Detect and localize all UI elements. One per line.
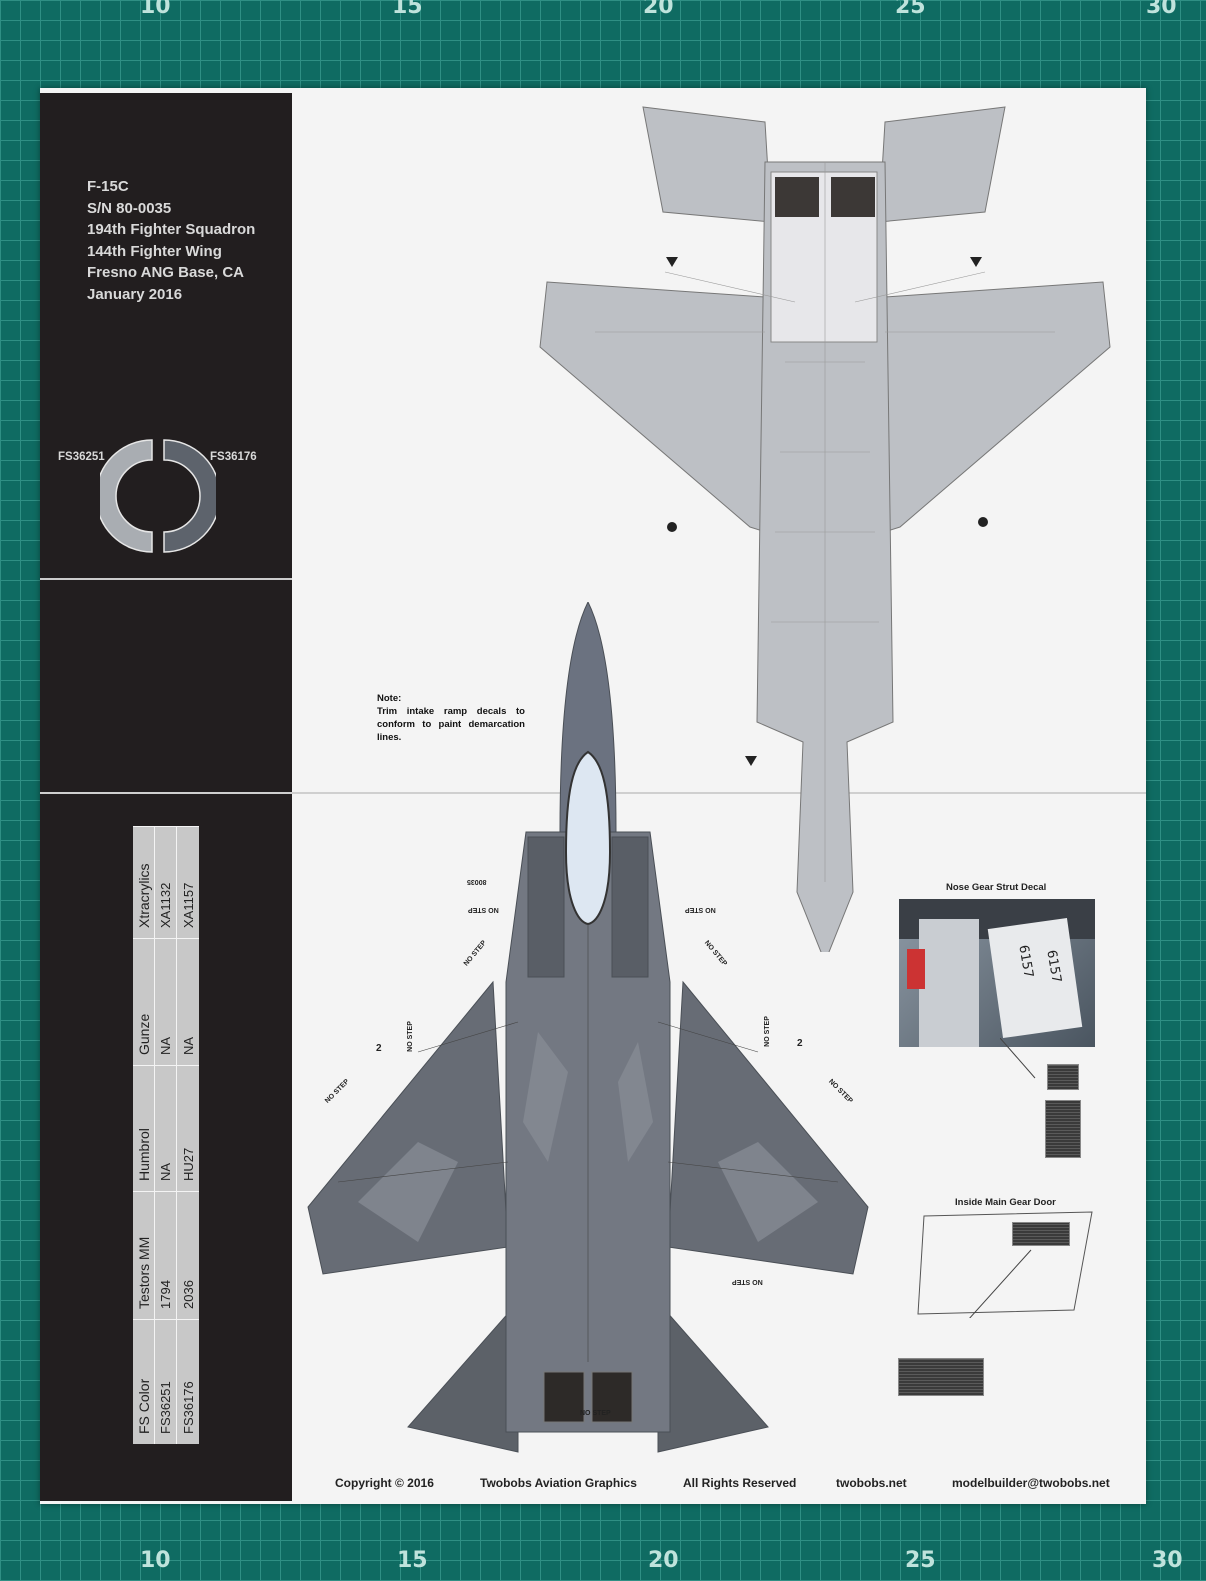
chip-fs36251 [100,439,153,553]
no-step-label: NO STEP [763,1016,771,1047]
table-cell: NA [155,1065,177,1191]
table-header: Xtracrylics [133,826,155,938]
chip-label-right: FS36176 [210,451,257,463]
table-cell: HU27 [177,1065,199,1191]
gear-door-decal-large [898,1358,984,1396]
number-label: 2 [376,1043,382,1054]
no-step-label: NO STEP [406,1021,414,1052]
table-cell: 1794 [155,1191,177,1319]
nose-gear-title: Nose Gear Strut Decal [946,882,1047,893]
ruler-bottom-label: 10 [140,1548,171,1573]
panel-divider [40,578,292,580]
serial-marking: 80035 [467,878,487,885]
strut-decal-large [1045,1100,1081,1158]
photo-door [987,917,1083,1039]
table-cell: XA1132 [155,826,177,938]
no-step-label: NO STEP [732,1278,763,1285]
table-cell: NA [155,938,177,1065]
note-text: Trim intake ramp decals to conform to pa… [377,706,525,743]
table-header: Humbrol [133,1065,155,1191]
ruler-bottom-label: 25 [905,1548,936,1573]
ruler-bottom: 10 15 20 25 30 [0,1548,1206,1581]
aircraft-squadron: 194th Fighter Squadron [87,221,256,238]
footer-copyright: Copyright © 2016 [335,1476,434,1490]
paint-reference-table: FS Color Testors MM Humbrol Gunze Xtracr… [133,826,199,1444]
leader-line [1000,1038,1036,1079]
ruler-top-label: 25 [895,0,926,19]
aircraft-base: Fresno ANG Base, CA [87,264,244,281]
table-cell: FS36176 [177,1319,199,1444]
aircraft-date: January 2016 [87,285,183,303]
trim-note: Note: Trim intake ramp decals to conform… [377,692,525,744]
aircraft-topside-view [307,602,869,1453]
color-chip-rings [100,439,216,553]
footer-email: modelbuilder@twobobs.net [952,1476,1110,1490]
decal-instruction-sheet: F-15C S/N 80-0035 194th Fighter Squadron… [40,88,1146,1504]
ruler-top-label: 15 [392,0,423,19]
aircraft-underside-view [539,106,1111,952]
ruler-bottom-label: 30 [1152,1548,1183,1573]
ruler-top-label: 20 [643,0,674,19]
table-header: Gunze [133,938,155,1065]
note-title: Note: [377,693,402,704]
strut-decal-small [1047,1064,1079,1090]
table-header: Testors MM [133,1191,155,1319]
main-gear-door-outline [917,1211,1093,1318]
aircraft-type: F-15C [87,178,129,195]
footer-rights: All Rights Reserved [683,1476,797,1490]
aircraft-wing: 144th Fighter Wing [87,242,222,260]
table-cell: NA [177,938,199,1065]
table-header: FS Color [133,1319,155,1444]
ruler-top-label: 10 [140,0,171,19]
photo-strut [919,919,979,1047]
number-label: 2 [797,1038,803,1049]
table-cell: 2036 [177,1191,199,1319]
chip-fs36176 [163,439,216,553]
footer-company: Twobobs Aviation Graphics [480,1476,637,1490]
no-step-label: NO STEP [685,906,716,913]
photo-tag [907,949,925,989]
no-step-label: NO STEP [580,1410,611,1417]
ruler-bottom-label: 20 [648,1548,679,1573]
no-step-label: NO STEP [468,906,499,913]
footer-site: twobobs.net [836,1476,907,1490]
nose-gear-strut-photo: 6157 6157 [899,899,1095,1047]
aircraft-serial: S/N 80-0035 [87,199,172,217]
ruler-top-label: 30 [1146,0,1177,19]
table-cell: XA1157 [177,826,199,938]
ruler-bottom-label: 15 [397,1548,428,1573]
main-gear-title: Inside Main Gear Door [955,1197,1056,1208]
ruler-top: 10 15 20 25 30 [0,0,1206,26]
gear-door-decal [1012,1222,1070,1246]
chip-label-left: FS36251 [58,451,105,463]
table-cell: FS36251 [155,1319,177,1444]
aircraft-info: F-15C S/N 80-0035 194th Fighter Squadron… [87,176,255,305]
